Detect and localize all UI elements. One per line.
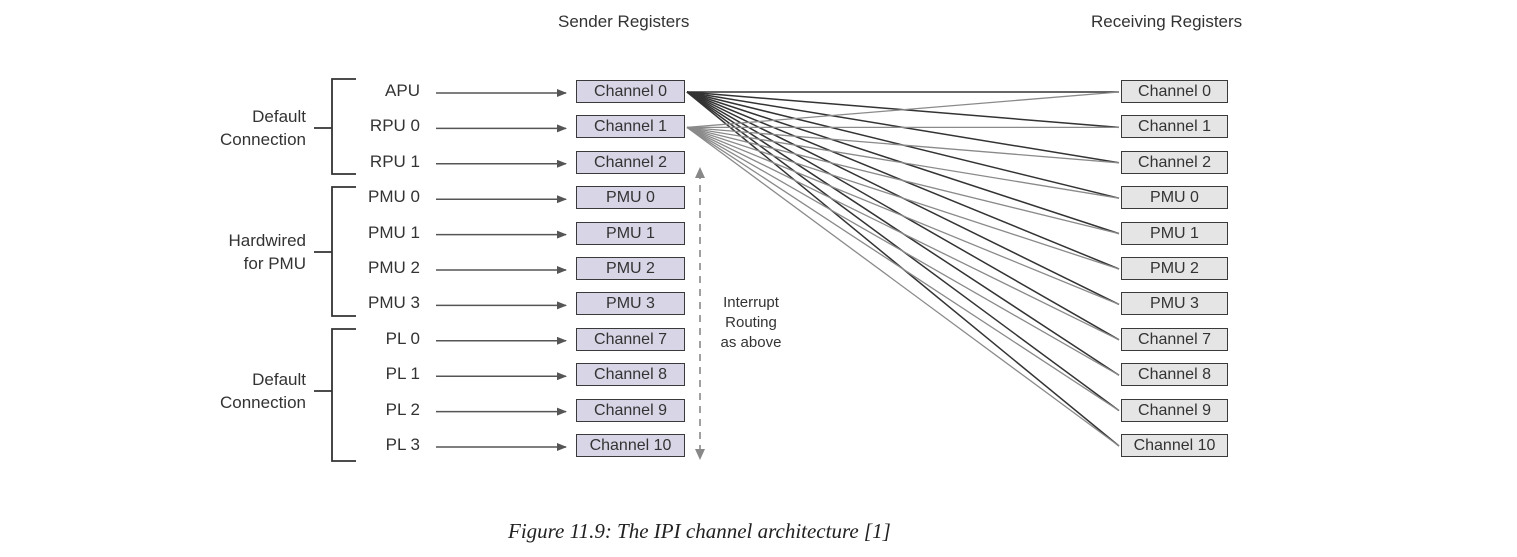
- sender-register: Channel 0: [576, 80, 685, 103]
- route-line: [686, 126, 1120, 306]
- source-label: PMU 3: [368, 293, 420, 313]
- receiving-register: Channel 0: [1121, 80, 1228, 103]
- sender-register: PMU 0: [576, 186, 685, 210]
- sender-register: PMU 2: [576, 257, 685, 280]
- group-bracket: [314, 328, 356, 462]
- route-line: [686, 126, 1120, 270]
- receiving-registers-header: Receiving Registers: [1091, 12, 1243, 31]
- source-label: RPU 1: [369, 151, 420, 171]
- note-line-3: as above: [720, 334, 782, 351]
- source-label: PL 0: [385, 328, 420, 348]
- route-line: [686, 126, 1120, 447]
- note-line-2: Routing: [725, 314, 777, 331]
- group-label-line: Connection: [219, 130, 306, 149]
- route-line: [686, 126, 1120, 412]
- group-label-line: Connection: [219, 393, 306, 412]
- sender-registers-header: Sender Registers: [558, 12, 690, 31]
- receiving-register: Channel 10: [1121, 434, 1228, 457]
- source-label: PL 1: [385, 364, 420, 384]
- route-line: [686, 91, 1120, 129]
- source-label: PMU 0: [368, 187, 420, 207]
- group-label-line: Default: [252, 107, 306, 126]
- receiving-register: PMU 3: [1121, 292, 1228, 316]
- route-line: [686, 126, 1120, 235]
- group-label-line: Default: [252, 370, 306, 389]
- receiving-register: Channel 7: [1121, 327, 1228, 351]
- receiving-register: Channel 1: [1121, 115, 1228, 139]
- sender-register: Channel 9: [576, 398, 685, 422]
- note-line-1: Interrupt: [723, 294, 779, 311]
- source-label: PMU 2: [368, 258, 420, 277]
- receiving-register: Channel 8: [1121, 363, 1228, 387]
- group-label-line: Hardwired: [228, 231, 306, 250]
- group-bracket: [314, 78, 356, 175]
- interrupt-routing-arrow: [695, 167, 705, 460]
- routing-lines: [686, 91, 1120, 447]
- route-line: [686, 126, 1120, 341]
- source-label: RPU 0: [369, 116, 420, 136]
- sender-register: PMU 1: [576, 221, 685, 245]
- source-label: PL 3: [385, 435, 420, 454]
- route-line: [686, 126, 1120, 199]
- route-line: [686, 126, 1120, 164]
- group-bracket: [314, 186, 356, 317]
- group-label-line: for PMU: [243, 254, 306, 273]
- interrupt-routing-note: Interrupt Routing as above: [712, 293, 790, 353]
- receiving-register: PMU 2: [1121, 257, 1228, 280]
- source-arrows: [436, 89, 567, 451]
- receiving-register: PMU 0: [1121, 186, 1228, 210]
- source-label: PMU 1: [368, 222, 420, 242]
- sender-register: Channel 10: [576, 434, 685, 457]
- route-line: [686, 126, 1120, 376]
- sender-register: PMU 3: [576, 292, 685, 316]
- sender-register: Channel 2: [576, 150, 685, 174]
- group-brackets: [314, 78, 356, 462]
- source-label: PL 2: [385, 399, 420, 419]
- receiving-register: Channel 9: [1121, 398, 1228, 422]
- receiving-register: PMU 1: [1121, 221, 1228, 245]
- sender-register: Channel 7: [576, 327, 685, 351]
- source-label: APU: [385, 81, 420, 100]
- group-label: Hardwired for PMU: [229, 229, 306, 275]
- sender-register: Channel 8: [576, 363, 685, 387]
- figure-caption: Figure 11.9: The IPI channel architectur…: [508, 519, 891, 543]
- sender-register: Channel 1: [576, 115, 685, 139]
- receiving-register: Channel 2: [1121, 150, 1228, 174]
